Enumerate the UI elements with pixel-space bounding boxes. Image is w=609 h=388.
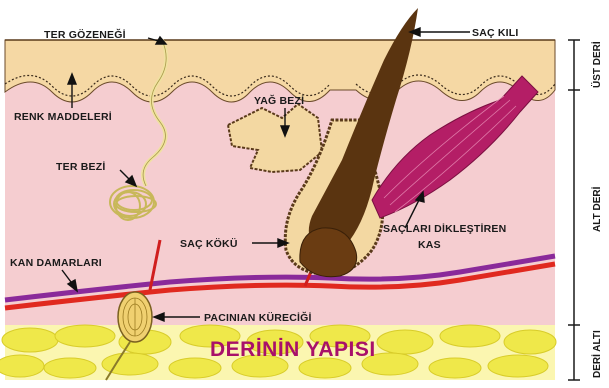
- layer-scale: [568, 40, 580, 380]
- label-yag-bezi: YAĞ BEZİ: [254, 94, 304, 107]
- label-kas: KAS: [418, 239, 441, 251]
- layer-label-alt-deri: ALT DERİ: [590, 186, 603, 232]
- label-kan-damarlari: KAN DAMARLARI: [10, 257, 102, 269]
- label-pacinian: PACINIAN KÜRECİĞİ: [204, 311, 312, 324]
- label-ter-bezi: TER BEZİ: [56, 160, 105, 173]
- label-renk-maddeleri: RENK MADDELERİ: [14, 110, 112, 123]
- label-ter-gozenegi: TER GÖZENEĞİ: [44, 28, 126, 41]
- layer-label-ust-deri: ÜST DERİ: [590, 41, 603, 88]
- diagram-title: DERİNİN YAPISI: [210, 338, 376, 361]
- label-sac-koku: SAÇ KÖKÜ: [180, 237, 238, 250]
- label-sac-kili: SAÇ KILI: [472, 27, 519, 39]
- layer-label-deri-alti: DERİ ALTI: [590, 330, 603, 378]
- label-saclari-diklestiren: SAÇLARI DİKLEŞTİREN: [383, 222, 506, 235]
